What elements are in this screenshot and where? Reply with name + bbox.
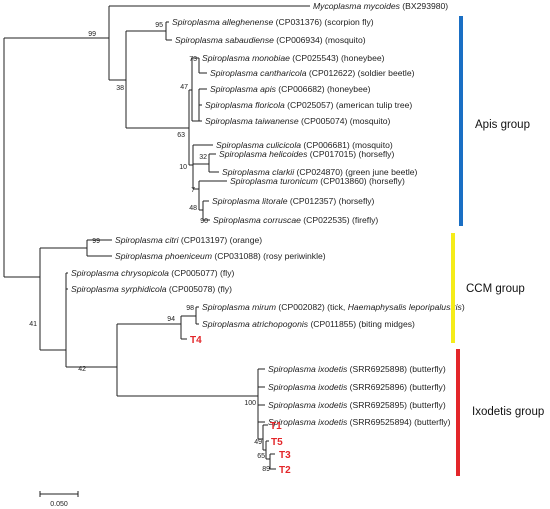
bootstrap-value: 48 — [189, 205, 197, 212]
leaf-clarkii: Spiroplasma clarkii (CP024870) (green ju… — [222, 167, 418, 177]
bootstrap-value: 100 — [244, 400, 256, 407]
bootstrap-value: 41 — [29, 321, 37, 328]
leaf-sabaudiense: Spiroplasma sabaudiense (CP006934) (mosq… — [175, 35, 366, 45]
leaf-ixodetis-1: Spiroplasma ixodetis (SRR6925898) (butte… — [268, 364, 446, 374]
leaf-mycoplasma-mycoides: Mycoplasma mycoides (BX293980) — [313, 1, 448, 11]
bootstrap-value: 63 — [177, 132, 185, 139]
ccm-group-label: CCM group — [466, 283, 525, 295]
bootstrap-value: 32 — [199, 154, 207, 161]
leaf-labels: Mycoplasma mycoides (BX293980) Spiroplas… — [71, 1, 465, 427]
bootstrap-value: 73 — [189, 56, 197, 63]
apis-group-label: Apis group — [475, 119, 530, 131]
leaf-alleghenense: Spiroplasma alleghenense (CP031376) (sco… — [172, 17, 374, 27]
leaf-floricola: Spiroplasma floricola (CP025057) (americ… — [205, 100, 412, 110]
leaf-litorale: Spiroplasma litorale (CP012357) (horsefl… — [212, 196, 375, 206]
bootstrap-value: 38 — [116, 85, 124, 92]
leaf-ixodetis-3: Spiroplasma ixodetis (SRR6925895) (butte… — [268, 400, 446, 410]
leaf-corruscae: Spiroplasma corruscae (CP022535) (firefl… — [213, 215, 378, 225]
bootstrap-value: 7 — [191, 187, 195, 194]
sample-t2: T2 — [279, 465, 291, 476]
leaf-apis: Spiroplasma apis (CP006682) (honeybee) — [210, 84, 371, 94]
bootstrap-value: 89 — [262, 466, 270, 473]
leaf-ixodetis-4: Spiroplasma ixodetis (SRR69525894) (butt… — [268, 417, 451, 427]
ccm-group-bar — [451, 233, 455, 343]
leaf-monobiae: Spiroplasma monobiae (CP025543) (honeybe… — [202, 53, 385, 63]
leaf-taiwanense: Spiroplasma taiwanense (CP005074) (mosqu… — [205, 116, 390, 126]
bootstrap-value: 99 — [88, 31, 96, 38]
leaf-cantharicola: Spiroplasma cantharicola (CP012622) (sol… — [210, 68, 415, 78]
group-annotations: Apis group CCM group Ixodetis group — [451, 16, 544, 476]
tree-branches — [3, 5, 310, 470]
sample-t3: T3 — [279, 450, 291, 461]
leaf-syrphidicola: Spiroplasma syrphidicola (CP005078) (fly… — [71, 284, 232, 294]
sample-labels: T4 T1 T5 T3 T2 — [190, 335, 291, 476]
bootstrap-values: 99 95 38 73 47 63 32 10 7 48 90 99 98 94… — [29, 22, 270, 473]
sample-t4: T4 — [190, 335, 202, 346]
apis-group-bar — [459, 16, 463, 226]
leaf-culicicola: Spiroplasma culicicola (CP006681) (mosqu… — [216, 140, 393, 150]
scale-bar-label: 0.050 — [50, 501, 68, 508]
bootstrap-value: 49 — [254, 439, 262, 446]
bootstrap-value: 42 — [78, 366, 86, 373]
leaf-chrysopicola: Spiroplasma chrysopicola (CP005077) (fly… — [71, 268, 234, 278]
bootstrap-value: 99 — [92, 238, 100, 245]
ixodetis-group-bar — [456, 349, 460, 476]
bootstrap-value: 98 — [186, 305, 194, 312]
ixodetis-group-label: Ixodetis group — [472, 406, 544, 418]
bootstrap-value: 47 — [180, 84, 188, 91]
leaf-mirum: Spiroplasma mirum (CP002082) (tick, Haem… — [202, 302, 465, 312]
bootstrap-value: 95 — [155, 22, 163, 29]
leaf-phoeniceum: Spiroplasma phoeniceum (CP031088) (rosy … — [115, 251, 326, 261]
leaf-helicoides: Spiroplasma helicoides (CP017015) (horse… — [219, 149, 394, 159]
bootstrap-value: 65 — [257, 453, 265, 460]
bootstrap-value: 10 — [179, 164, 187, 171]
sample-t5: T5 — [271, 437, 283, 448]
bootstrap-value: 94 — [167, 316, 175, 323]
leaf-turonicum: Spiroplasma turonicum (CP013860) (horsef… — [230, 176, 405, 186]
leaf-citri: Spiroplasma citri (CP013197) (orange) — [115, 235, 262, 245]
scale-bar: 0.050 — [39, 491, 79, 508]
bootstrap-value: 90 — [200, 218, 208, 225]
leaf-atrichopogonis: Spiroplasma atrichopogonis (CP011855) (b… — [202, 319, 415, 329]
sample-t1: T1 — [270, 421, 282, 432]
leaf-ixodetis-2: Spiroplasma ixodetis (SRR6925896) (butte… — [268, 382, 446, 392]
